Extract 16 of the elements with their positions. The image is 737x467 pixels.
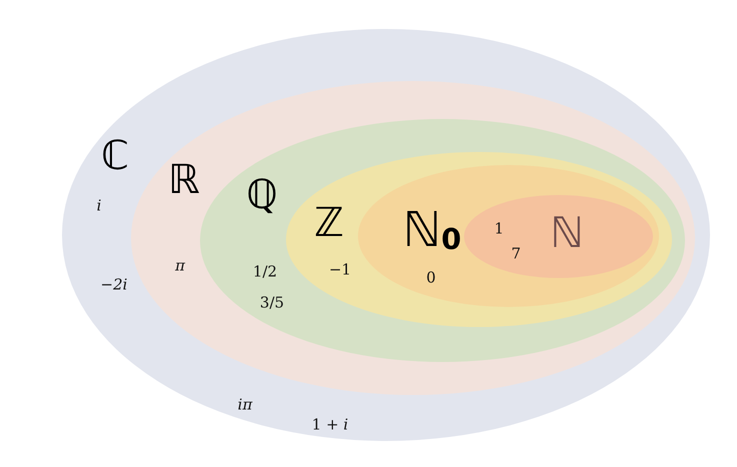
set-symbol: ℤ	[314, 203, 344, 243]
number-text: iπ	[238, 398, 252, 412]
number-text: 1 + i	[312, 418, 348, 432]
number-text: −1	[328, 262, 352, 278]
number-text: 3/5	[260, 296, 284, 310]
set-symbol: ℂ	[101, 136, 129, 176]
set-symbol: ℚ	[246, 175, 278, 215]
set-symbol: ℝ	[168, 160, 200, 200]
number-text: π	[175, 258, 185, 274]
number-text: 1/2	[252, 264, 278, 280]
number-text: 0	[426, 270, 436, 286]
number-text: 7	[511, 246, 521, 262]
number-text: 1	[494, 222, 504, 236]
set-symbol: ℕ	[550, 212, 584, 254]
number-text: i	[96, 198, 102, 214]
number-text: −2i	[100, 278, 128, 292]
